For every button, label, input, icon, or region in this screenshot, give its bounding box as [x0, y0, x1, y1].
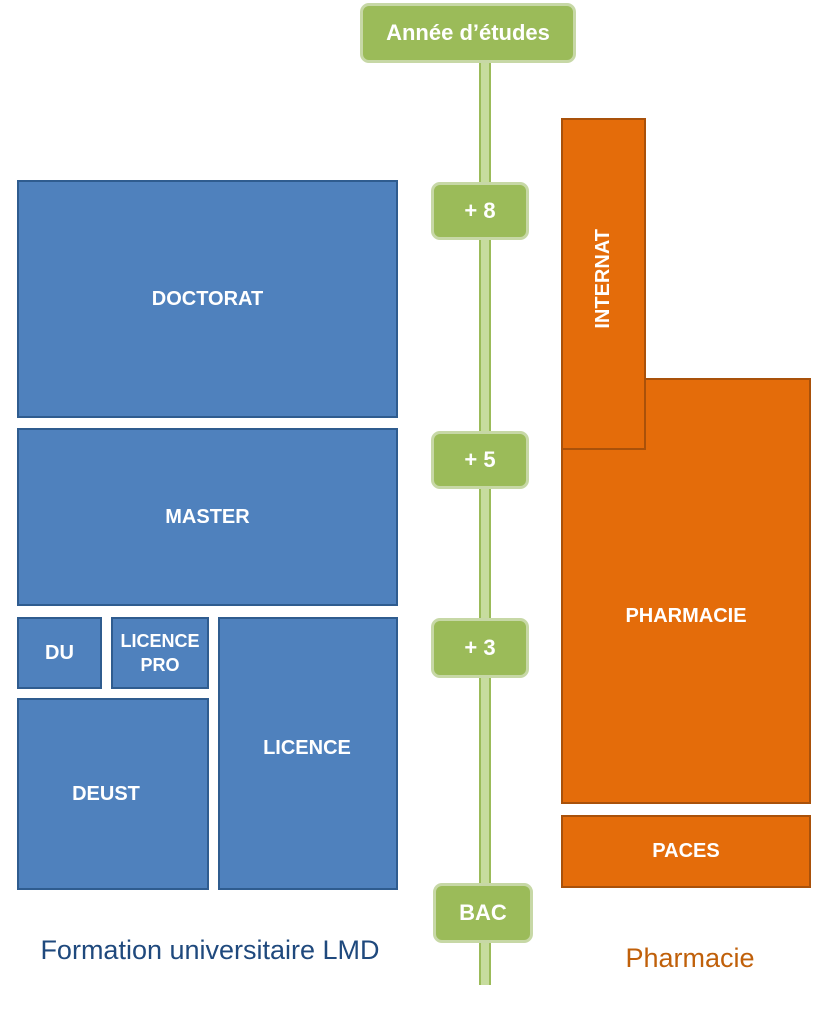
licence-pro-block: LICENCE PRO [111, 617, 209, 689]
deust-label: DEUST [72, 782, 140, 805]
timeline-header: Année d’études [360, 3, 576, 63]
pharmacie-caption: Pharmacie [625, 943, 755, 973]
licence-block: LICENCE [218, 617, 398, 890]
master-block: MASTER [17, 428, 398, 606]
internat-block: INTERNAT [561, 118, 646, 450]
lmd-caption: Formation universitaire LMD [40, 935, 380, 965]
master-label: MASTER [165, 505, 250, 528]
licence-label: LICENCE [263, 737, 351, 759]
du-label: DU [45, 641, 74, 664]
paces-block: PACES [561, 815, 811, 888]
timeline-mark-plus8: + 8 [431, 182, 529, 240]
pharmacie-label: PHARMACIE [625, 604, 747, 627]
doctorat-block: DOCTORAT [17, 180, 398, 418]
doctorat-label: DOCTORAT [151, 287, 264, 310]
paces-label: PACES [652, 840, 720, 862]
timeline-mark-plus3: + 3 [431, 618, 529, 678]
licence-pro-label: LICENCE PRO [120, 630, 200, 675]
internat-label: INTERNAT [592, 229, 614, 329]
du-block: DU [17, 617, 102, 689]
deust-block: DEUST [17, 698, 209, 890]
timeline-mark-bac: BAC [433, 883, 533, 943]
timeline-mark-plus5: + 5 [431, 431, 529, 489]
timeline-axis [479, 55, 491, 985]
